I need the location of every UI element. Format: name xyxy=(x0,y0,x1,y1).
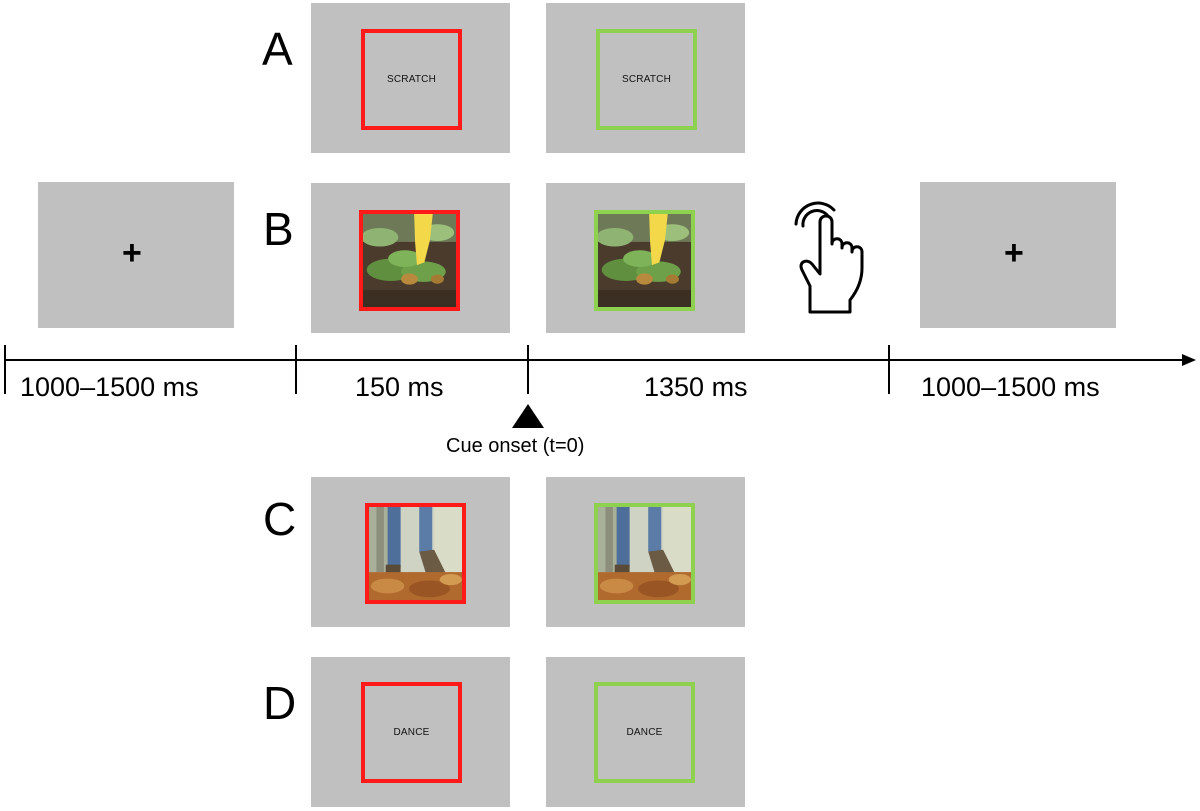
cue-onset-label: Cue onset (t=0) xyxy=(446,435,585,457)
target-frame-green: SCRATCH xyxy=(596,29,697,130)
timeline-label-target: 1350 ms xyxy=(644,372,748,402)
screen-b-cue xyxy=(311,183,510,333)
dance-legs-photo xyxy=(369,507,462,600)
fixation-screen-post: + xyxy=(920,182,1116,328)
row-label-d: D xyxy=(263,677,297,729)
scratch-plant-photo xyxy=(363,214,456,307)
screen-a-target: SCRATCH xyxy=(546,3,745,153)
dance-legs-photo xyxy=(598,507,691,600)
timeline-arrowhead xyxy=(1182,354,1196,366)
verb-word: DANCE xyxy=(626,727,663,738)
cue-frame-red xyxy=(359,210,460,311)
row-label-a: A xyxy=(262,23,293,75)
cue-frame-red xyxy=(365,503,466,604)
scratch-plant-photo xyxy=(598,214,691,307)
screen-c-target xyxy=(546,477,745,627)
row-label-c: C xyxy=(263,493,297,545)
cue-onset-marker xyxy=(512,404,544,428)
timeline-label-fixation-pre: 1000–1500 ms xyxy=(20,372,199,402)
cue-frame-red: DANCE xyxy=(361,682,462,783)
target-frame-green xyxy=(594,503,695,604)
timeline-label-cue: 150 ms xyxy=(355,372,444,402)
timeline-label-fixation-post: 1000–1500 ms xyxy=(921,372,1100,402)
verb-word: DANCE xyxy=(393,727,430,738)
target-frame-green xyxy=(594,210,695,311)
fixation-screen-pre: + xyxy=(38,182,234,328)
verb-word: SCRATCH xyxy=(387,74,436,85)
screen-a-cue: SCRATCH xyxy=(311,3,510,153)
fixation-cross: + xyxy=(1004,234,1024,272)
target-frame-green: DANCE xyxy=(594,682,695,783)
verb-word: SCRATCH xyxy=(622,74,671,85)
screen-c-cue xyxy=(311,477,510,627)
cue-frame-red: SCRATCH xyxy=(361,29,462,130)
screen-b-target xyxy=(546,183,745,333)
row-label-b: B xyxy=(263,203,294,255)
screen-d-target: DANCE xyxy=(546,657,745,807)
fixation-cross: + xyxy=(122,234,142,272)
hand-tap-icon xyxy=(794,201,864,314)
screen-d-cue: DANCE xyxy=(311,657,510,807)
